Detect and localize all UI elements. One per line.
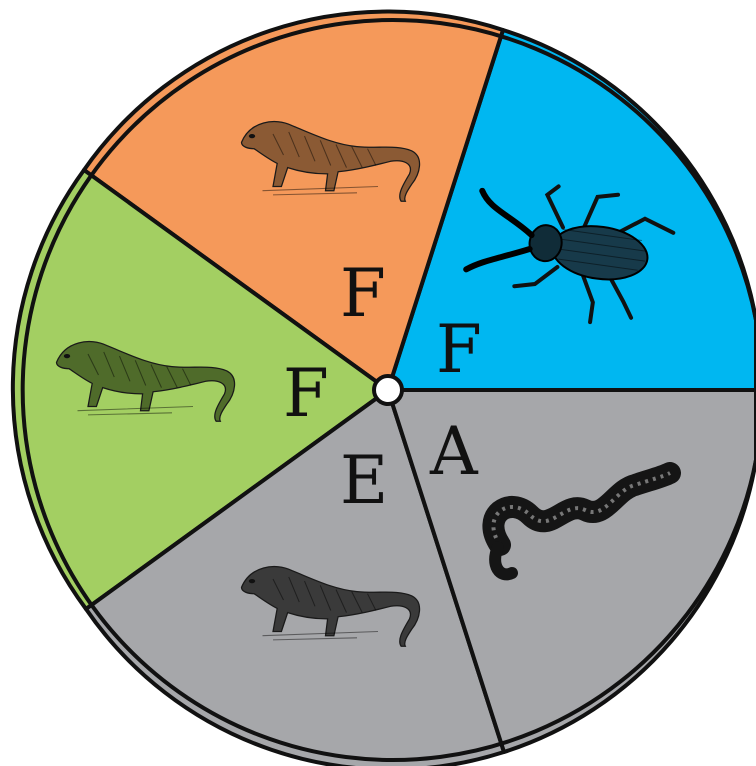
sector-letter-bug: F xyxy=(436,311,482,388)
sector-letter-ferret-green: F xyxy=(283,355,329,432)
sector-letter-snake: A xyxy=(429,413,479,490)
center-pin xyxy=(374,376,402,404)
sector-letter-ferret-orange: F xyxy=(340,255,386,332)
sector-letter-ferret-gray: E xyxy=(340,442,388,519)
